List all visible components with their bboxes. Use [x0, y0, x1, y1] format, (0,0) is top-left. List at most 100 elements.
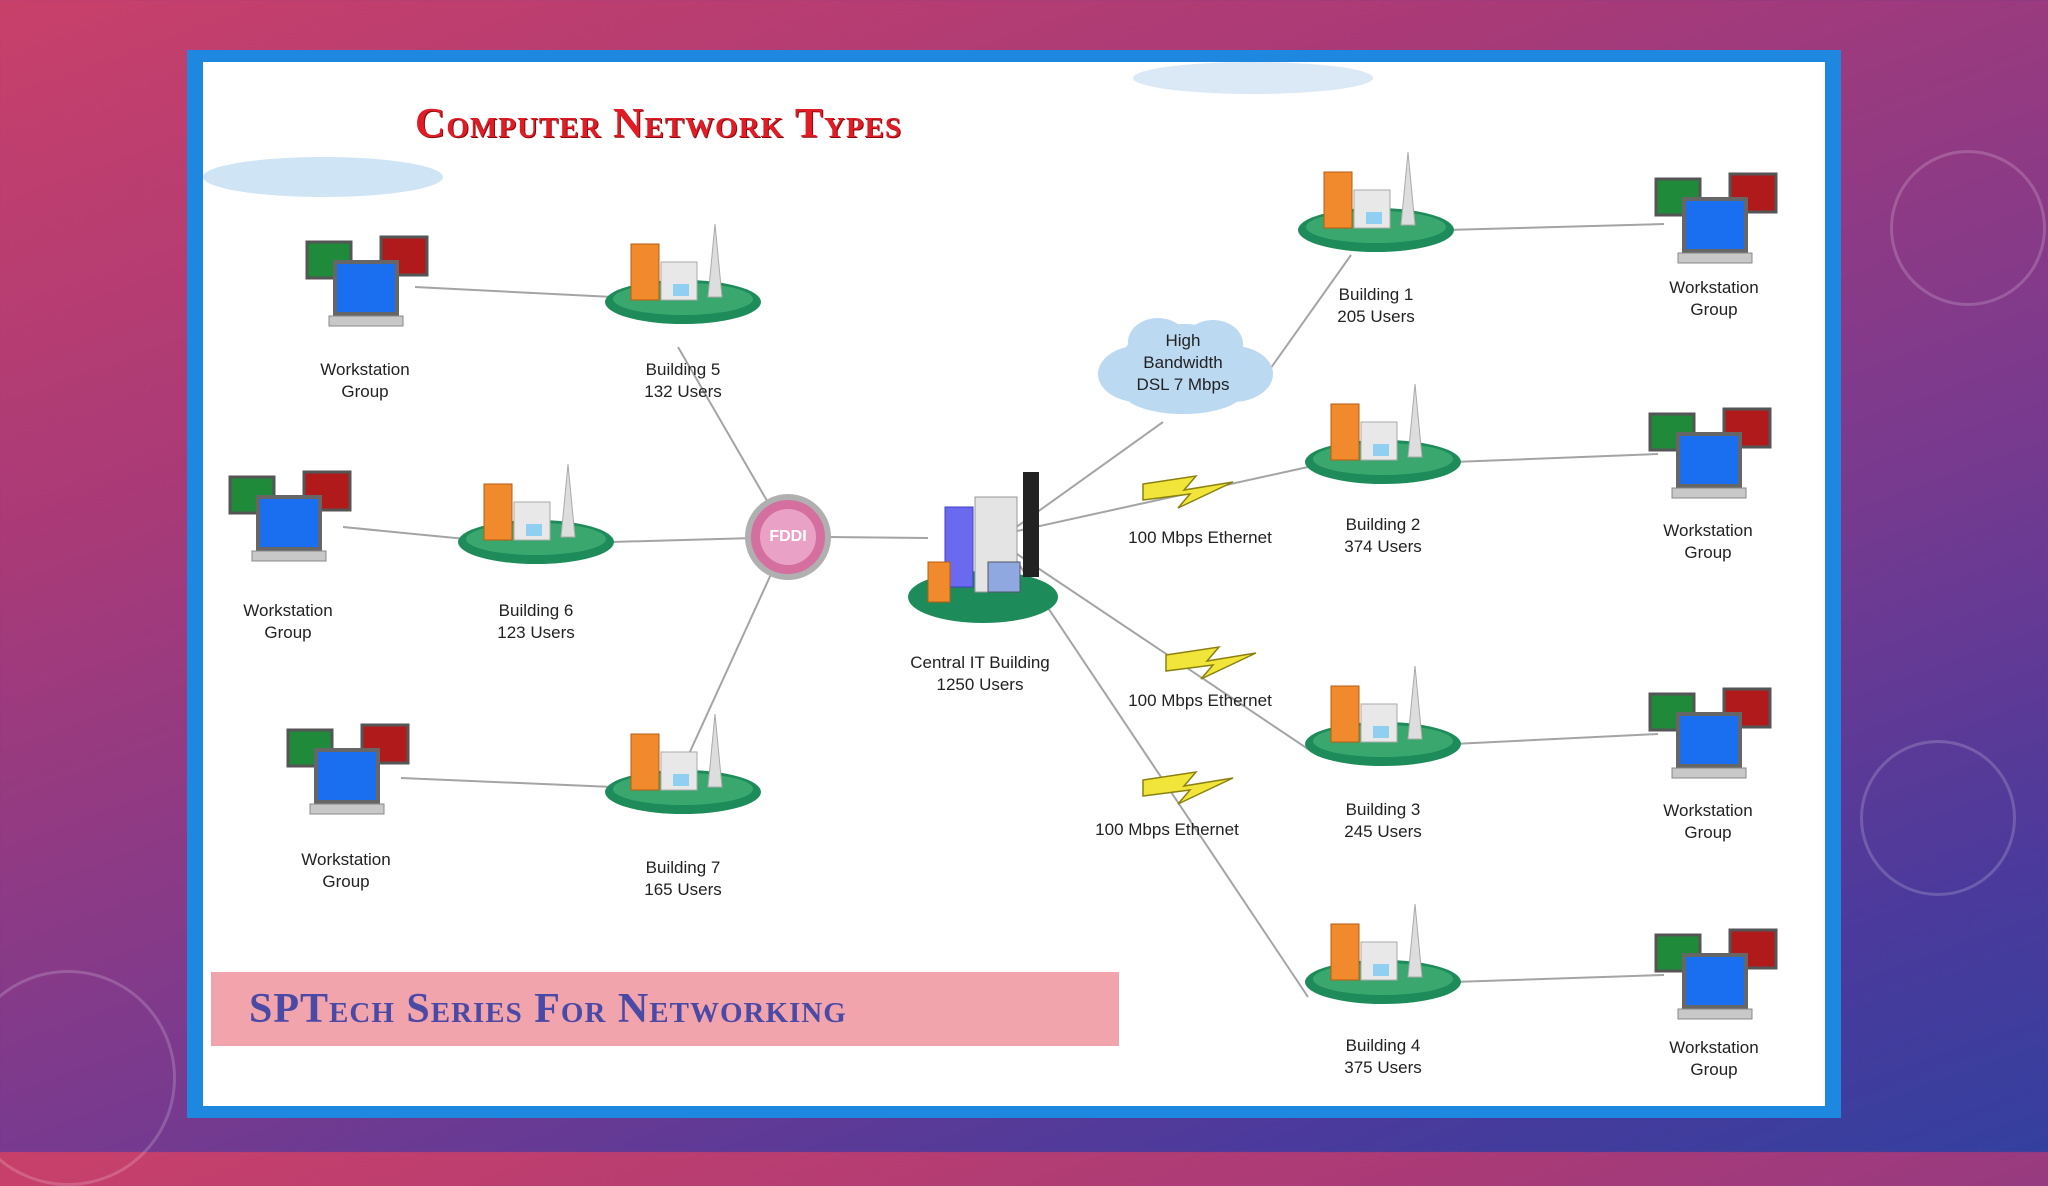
workstation-icon	[1654, 928, 1778, 1020]
building-window	[1366, 212, 1382, 224]
connection-line	[1007, 547, 1309, 750]
building-orange	[483, 483, 513, 541]
monitor-blue	[256, 495, 322, 551]
building-spire	[1400, 151, 1416, 226]
building-spire	[1407, 665, 1423, 740]
central-tower-dark	[1023, 472, 1039, 577]
connection-line	[1452, 974, 1665, 983]
fddi-ring-inner	[760, 509, 816, 565]
monitor-blue	[314, 748, 380, 804]
building-icon	[605, 713, 761, 814]
connection-line	[342, 526, 477, 541]
monitor-blue	[1676, 432, 1742, 488]
building-window	[673, 284, 689, 296]
building-orange	[1330, 685, 1360, 743]
central-block-glass	[987, 561, 1021, 593]
diagram-canvas: Computer Network Types FDDI Central IT B…	[203, 62, 1825, 1106]
ethernet-link-label: 100 Mbps Ethernet	[1095, 820, 1239, 839]
workstation-icon	[1648, 407, 1772, 499]
dsl-link-label: High Bandwidth DSL 7 Mbps	[1136, 331, 1230, 394]
fddi-ring-icon	[745, 494, 831, 580]
workstation-icon	[1654, 172, 1778, 264]
cloud-puff	[1128, 318, 1188, 366]
building-spire	[1407, 903, 1423, 978]
workstation-label: Workstation Group	[1669, 1038, 1759, 1079]
connection-line	[1007, 547, 1309, 998]
lightning-bolt-icon	[1142, 474, 1234, 509]
building-icon	[1305, 383, 1461, 484]
building-icon	[1305, 903, 1461, 1004]
cloud-puff	[1123, 370, 1243, 414]
workstation-label: Workstation Group	[243, 601, 333, 642]
building-icon	[1298, 151, 1454, 252]
cloud-swoosh	[1133, 62, 1373, 94]
monitor-blue	[333, 260, 399, 316]
building-icon	[605, 223, 761, 324]
workstation-label: Workstation Group	[320, 360, 410, 401]
building-spire	[1407, 383, 1423, 458]
decor-ring	[0, 970, 176, 1186]
workstation-label: Workstation Group	[1669, 278, 1759, 319]
lightning-bolt-icon	[1165, 645, 1257, 680]
monitor-blue	[1682, 197, 1748, 253]
building-orange	[1323, 171, 1353, 229]
connection-line	[1452, 733, 1659, 745]
building-orange	[630, 733, 660, 791]
monitor-blue	[1682, 953, 1748, 1009]
connection-line	[1452, 453, 1659, 463]
ethernet-link-label: 100 Mbps Ethernet	[1128, 691, 1272, 710]
building-orange	[630, 243, 660, 301]
monitor-blue	[1676, 712, 1742, 768]
building-window	[1373, 964, 1389, 976]
building-white	[513, 501, 551, 541]
building-orange	[1330, 923, 1360, 981]
workstation-icon	[228, 470, 352, 562]
central-building-icon	[908, 472, 1058, 623]
workstation-label: Workstation Group	[1663, 521, 1753, 562]
connection-line	[400, 777, 614, 788]
page-title: Computer Network Types	[415, 101, 903, 147]
keyboard	[1677, 1008, 1753, 1020]
dsl-cloud-icon	[1098, 318, 1273, 414]
central-block-orange	[927, 561, 951, 603]
nodes	[228, 151, 1778, 1020]
workstation-label: Workstation Group	[301, 850, 391, 891]
building-spire	[560, 463, 576, 538]
building-orange	[1330, 403, 1360, 461]
connection-line	[1445, 223, 1665, 231]
lightning-bolt-icon	[1142, 770, 1234, 805]
decor-ring	[1890, 150, 2046, 306]
fddi-label: FDDI	[769, 528, 807, 545]
building-window	[1373, 444, 1389, 456]
workstation-icon	[305, 235, 429, 327]
keyboard	[328, 315, 404, 327]
building-window	[673, 774, 689, 786]
ethernet-link-label: 100 Mbps Ethernet	[1128, 528, 1272, 547]
building-icon	[1305, 665, 1461, 766]
network-diagram	[203, 62, 1778, 1020]
building-window	[1373, 726, 1389, 738]
building-icon	[458, 463, 614, 564]
cloud-puff	[1183, 320, 1243, 368]
building-spire	[707, 713, 723, 788]
connection-line	[1267, 254, 1352, 373]
keyboard	[309, 803, 385, 815]
workstation-icon	[286, 723, 410, 815]
building-window	[526, 524, 542, 536]
keyboard	[251, 550, 327, 562]
series-banner: SPTech Series For Networking	[211, 972, 1119, 1046]
connection-line	[414, 286, 614, 298]
connection-line	[1007, 466, 1309, 534]
keyboard	[1671, 767, 1747, 779]
workstation-icon	[1648, 687, 1772, 779]
workstation-label: Workstation Group	[1663, 801, 1753, 842]
keyboard	[1677, 252, 1753, 264]
cloud-swoosh	[203, 157, 443, 197]
